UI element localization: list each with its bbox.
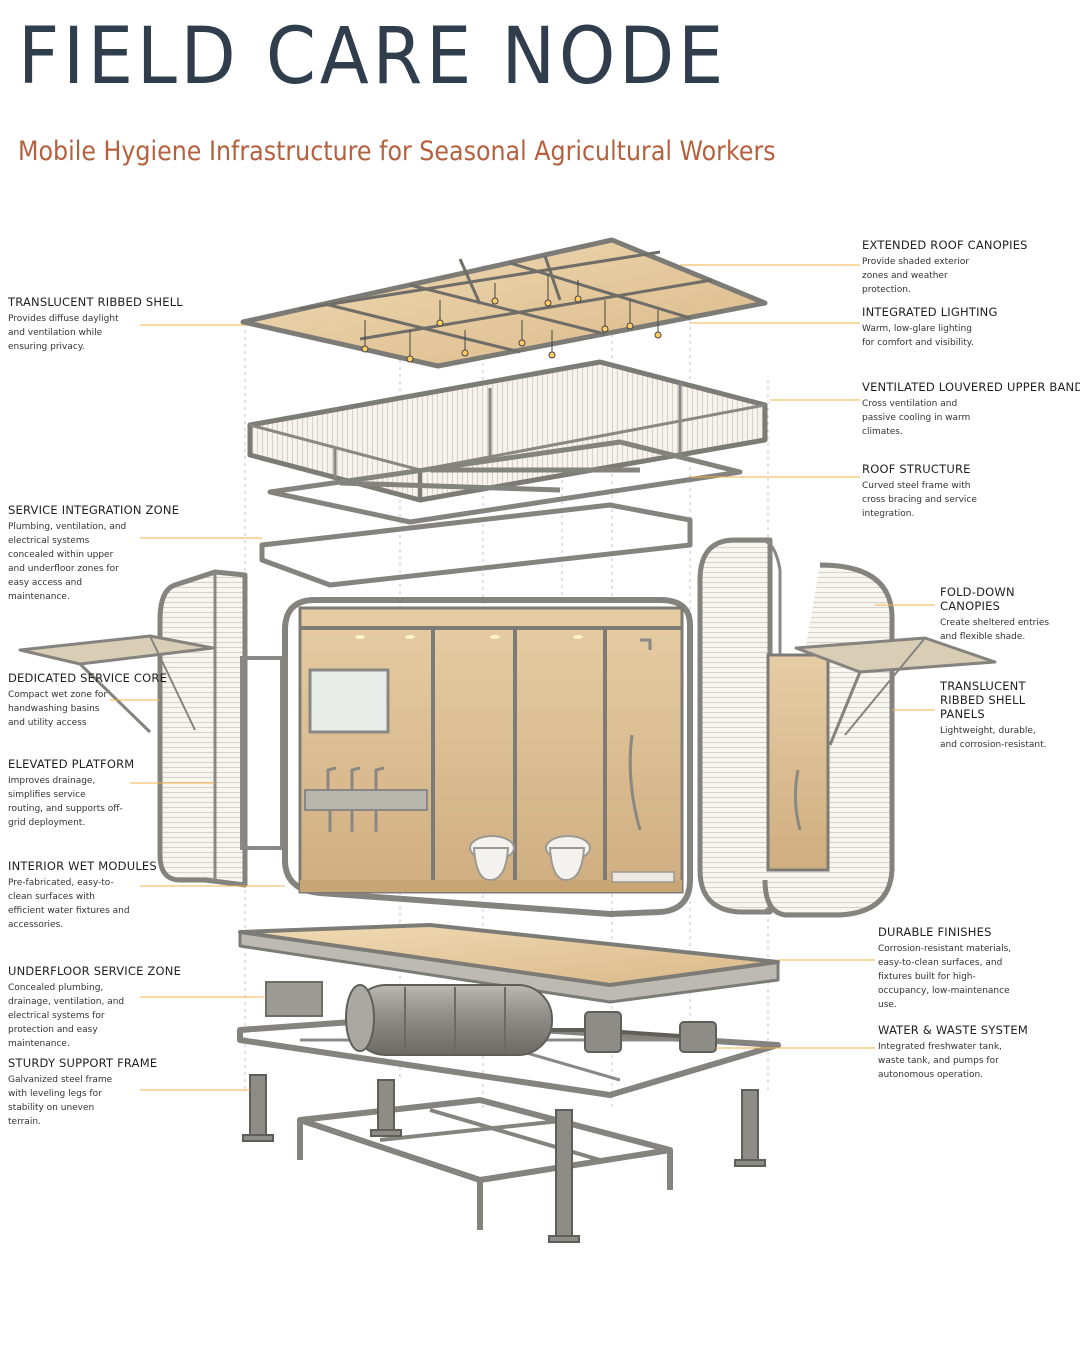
label-roof-structure: ROOF STRUCTURE Curved steel frame with c…: [862, 462, 1062, 521]
label-translucent-ribbed-shell-panels: TRANSLUCENT RIBBED SHELL PANELS Lightwei…: [940, 679, 1070, 752]
label-text: Warm, low-glare lighting for comfort and…: [862, 324, 974, 348]
water-tank: [345, 984, 553, 1056]
label-heading: TRANSLUCENT RIBBED SHELL PANELS: [940, 679, 1026, 721]
label-heading: INTEGRATED LIGHTING: [862, 305, 998, 319]
label-text: Plumbing, ventilation, and electrical sy…: [8, 522, 127, 602]
label-heading: DEDICATED SERVICE CORE: [8, 671, 168, 685]
label-underfloor-service-zone: UNDERFLOOR SERVICE ZONE Concealed plumbi…: [8, 964, 208, 1051]
label-heading: STURDY SUPPORT FRAME: [8, 1056, 158, 1070]
label-fold-down-canopies: FOLD-DOWN CANOPIES Create sheltered entr…: [940, 585, 1075, 644]
label-text: Curved steel frame with cross bracing an…: [862, 481, 977, 519]
label-translucent-ribbed-shell: TRANSLUCENT RIBBED SHELL Provides diffus…: [8, 295, 208, 354]
label-water-waste-system: WATER & WASTE SYSTEM Integrated freshwat…: [878, 1023, 1068, 1082]
label-text: Compact wet zone for handwashing basins …: [8, 690, 108, 728]
label-heading: ELEVATED PLATFORM: [8, 757, 135, 771]
left-fold-down-canopy: [18, 634, 215, 734]
label-text: Corrosion-resistant materials, easy-to-c…: [878, 944, 1012, 1010]
label-text: Concealed plumbing, drainage, ventilatio…: [8, 983, 125, 1049]
right-shell-panel: [697, 537, 895, 918]
label-text: Provide shaded exterior zones and weathe…: [862, 257, 970, 295]
label-text: Lightweight, durable, and corrosion-resi…: [940, 726, 1047, 750]
label-heading: INTERIOR WET MODULES: [8, 859, 157, 873]
label-heading: UNDERFLOOR SERVICE ZONE: [8, 964, 182, 978]
label-heading: VENTILATED LOUVERED UPPER BAND: [862, 380, 1080, 394]
label-heading: DURABLE FINISHES: [878, 925, 992, 939]
label-integrated-lighting: INTEGRATED LIGHTING Warm, low-glare ligh…: [862, 305, 1062, 350]
label-text: Integrated freshwater tank, waste tank, …: [878, 1042, 1002, 1080]
support-frame: [297, 1097, 673, 1230]
interior-wet-module: [282, 597, 693, 918]
underfloor-service-zone: [237, 981, 781, 1098]
label-heading: TRANSLUCENT RIBBED SHELL: [8, 295, 183, 309]
label-text: Improves drainage, simplifies service ro…: [8, 776, 123, 828]
label-heading: FOLD-DOWN CANOPIES: [940, 585, 1015, 613]
label-interior-wet-modules: INTERIOR WET MODULES Pre-fabricated, eas…: [8, 859, 208, 932]
label-service-integration-zone: SERVICE INTEGRATION ZONE Plumbing, venti…: [8, 503, 208, 604]
right-fold-down-canopy: [794, 636, 997, 746]
page-subtitle: Mobile Hygiene Infrastructure for Season…: [18, 136, 776, 167]
label-text: Provides diffuse daylight and ventilatio…: [8, 314, 119, 352]
label-sturdy-support-frame: STURDY SUPPORT FRAME Galvanized steel fr…: [8, 1056, 208, 1129]
label-extended-roof-canopies: EXTENDED ROOF CANOPIES Provide shaded ex…: [862, 238, 1062, 297]
floor-platform: [238, 923, 780, 1004]
label-dedicated-service-core: DEDICATED SERVICE CORE Compact wet zone …: [8, 671, 208, 730]
label-text: Cross ventilation and passive cooling in…: [862, 399, 971, 437]
label-heading: SERVICE INTEGRATION ZONE: [8, 503, 180, 517]
page-title: FIELD CARE NODE: [18, 12, 728, 102]
pendant-lights: [361, 275, 662, 363]
label-text: Galvanized steel frame with leveling leg…: [8, 1075, 113, 1127]
label-ventilated-louvered-upper-band: VENTILATED LOUVERED UPPER BAND Cross ven…: [862, 380, 1080, 439]
leader-lines: [110, 264, 935, 1091]
roof-structure-frame: [259, 439, 743, 588]
roof-canopy: [240, 237, 768, 369]
label-text: Pre-fabricated, easy-to-clean surfaces w…: [8, 878, 130, 930]
label-heading: EXTENDED ROOF CANOPIES: [862, 238, 1028, 252]
label-durable-finishes: DURABLE FINISHES Corrosion-resistant mat…: [878, 925, 1068, 1012]
label-heading: WATER & WASTE SYSTEM: [878, 1023, 1028, 1037]
pumps: [552, 1011, 717, 1053]
leveling-legs: [242, 1074, 766, 1243]
label-heading: ROOF STRUCTURE: [862, 462, 971, 476]
label-text: Create sheltered entries and flexible sh…: [940, 618, 1050, 642]
label-elevated-platform: ELEVATED PLATFORM Improves drainage, sim…: [8, 757, 208, 830]
